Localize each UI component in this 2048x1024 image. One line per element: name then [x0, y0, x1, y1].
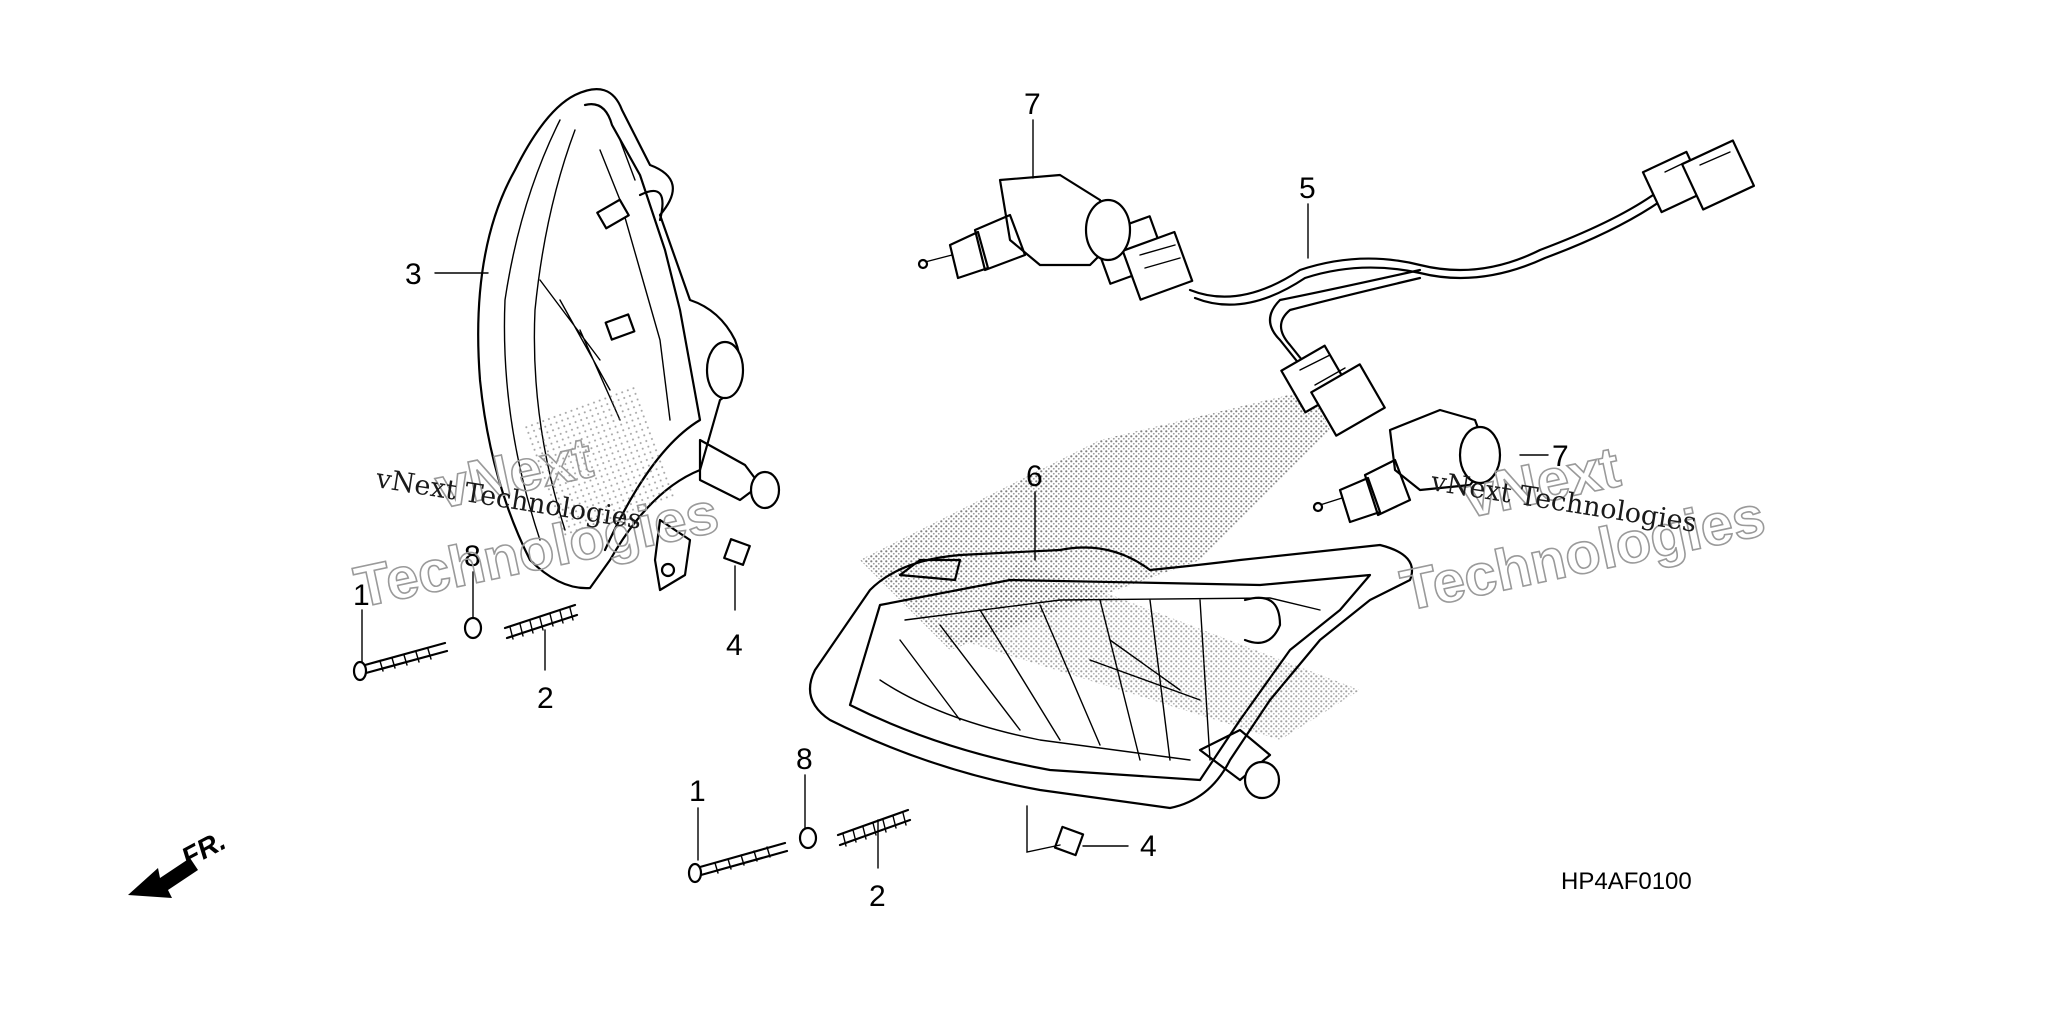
callout-3: 3 [405, 258, 422, 291]
leader-lines [361, 119, 1549, 869]
washer-left [463, 616, 483, 640]
spring-right [836, 808, 912, 847]
connector-lower [1280, 344, 1386, 437]
headlight-assembly-right [808, 390, 1413, 810]
wire-harness [1092, 139, 1756, 437]
callout-5: 5 [1299, 172, 1316, 205]
spring-left [503, 603, 579, 640]
adjuster-knob-right [1198, 728, 1281, 800]
callout-1-right: 1 [689, 775, 706, 808]
front-arrow-icon [128, 858, 198, 898]
front-direction-indicator: FR. [128, 825, 231, 898]
connector-top-right [1641, 139, 1756, 214]
screw-left [352, 641, 449, 682]
nut-left [723, 538, 751, 566]
callout-1-left: 1 [353, 579, 370, 612]
callout-7-lower: 7 [1552, 440, 1569, 473]
callout-8-left: 8 [464, 540, 481, 573]
diagram-code: HP4AF0100 [1561, 868, 1692, 895]
adjuster-knob-left [698, 438, 781, 510]
bulb-upper [917, 173, 1132, 280]
nut-right [1053, 825, 1085, 857]
callout-4-right: 4 [1140, 830, 1157, 863]
screw-right [687, 841, 789, 884]
callout-8-right: 8 [796, 743, 813, 776]
callout-7-upper: 7 [1024, 88, 1041, 121]
callout-2-right: 2 [869, 880, 886, 913]
callout-6: 6 [1026, 460, 1043, 493]
headlight-housing-left [477, 88, 781, 592]
bulb-lower [1312, 408, 1502, 524]
callout-2-left: 2 [537, 682, 554, 715]
washer-right [798, 826, 818, 850]
callout-4-left: 4 [726, 629, 743, 662]
